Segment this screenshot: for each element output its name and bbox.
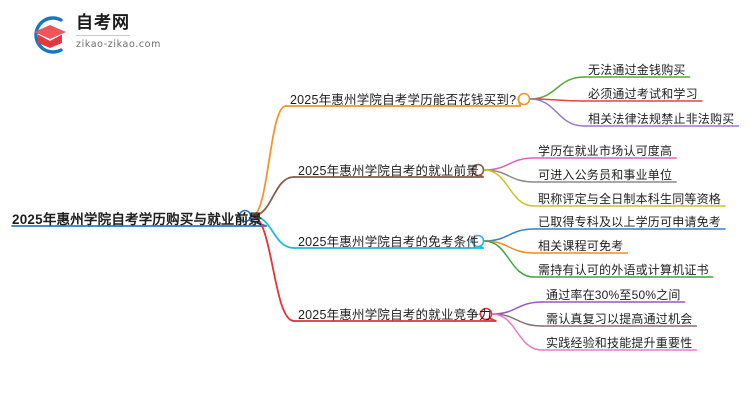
edge-path [251, 215, 295, 249]
branch-4-leaf-1-label[interactable]: 通过率在30%至50%之间 [546, 288, 681, 302]
node-connector-dot[interactable] [471, 163, 485, 177]
edge-path [483, 169, 535, 207]
logo-name-en: zikao-zikao.com [76, 39, 161, 50]
logo-name-cn: 自考网 [76, 12, 130, 36]
node-connector-dot[interactable] [479, 307, 493, 321]
branch-4-label[interactable]: 2025年惠州学院自考的就业竞争力 [298, 308, 492, 322]
branch-3-leaf-1-label[interactable]: 已取得专科及以上学历可申请免考 [538, 215, 722, 229]
branch-2-leaf-3-label[interactable]: 职称评定与全日制本科生同等资格 [538, 192, 722, 206]
graduation-cap-icon [34, 16, 66, 54]
branch-1-leaf-3-label[interactable]: 相关法律法规禁止非法购买 [588, 112, 735, 126]
edge-path [251, 215, 295, 322]
node-connector-dot[interactable] [238, 209, 252, 223]
edge-path [491, 301, 543, 315]
logo-text: 自考网 zikao-zikao.com [76, 12, 196, 50]
edge-path [529, 98, 585, 127]
branch-3-leaf-2-label[interactable]: 相关课程可免考 [538, 239, 624, 253]
site-logo: 自考网 zikao-zikao.com [28, 12, 198, 58]
branch-3-leaf-3-label[interactable]: 需持有认可的外语或计算机证书 [538, 263, 709, 277]
branch-1-leaf-1-label[interactable]: 无法通过金钱购买 [588, 63, 686, 77]
root-node-label[interactable]: 2025年惠州学院自考学历购买与就业前景 [12, 212, 263, 227]
branch-4-leaf-2-label[interactable]: 需认真复习以提高通过机会 [546, 312, 693, 326]
edge-path [483, 240, 535, 278]
branch-1-label[interactable]: 2025年惠州学院自考学历能否花钱买到? [290, 93, 517, 107]
edge-path [483, 228, 535, 242]
edge-path [251, 105, 287, 217]
branch-2-leaf-1-label[interactable]: 学历在就业市场认可度高 [538, 144, 673, 158]
node-connector-dot[interactable] [517, 92, 531, 106]
edge-path [251, 176, 295, 217]
branch-2-label[interactable]: 2025年惠州学院自考的就业前景 [298, 164, 480, 178]
edge-path [491, 313, 543, 351]
branch-3-label[interactable]: 2025年惠州学院自考的免考条件 [298, 235, 480, 249]
branch-2-leaf-2-label[interactable]: 可进入公务员和事业单位 [538, 168, 673, 182]
edge-path [529, 76, 585, 100]
node-connector-dot[interactable] [471, 234, 485, 248]
edge-path [483, 157, 535, 171]
branch-1-leaf-2-label[interactable]: 必须通过考试和学习 [588, 87, 698, 101]
branch-4-leaf-3-label[interactable]: 实践经验和技能提升重要性 [546, 336, 693, 350]
